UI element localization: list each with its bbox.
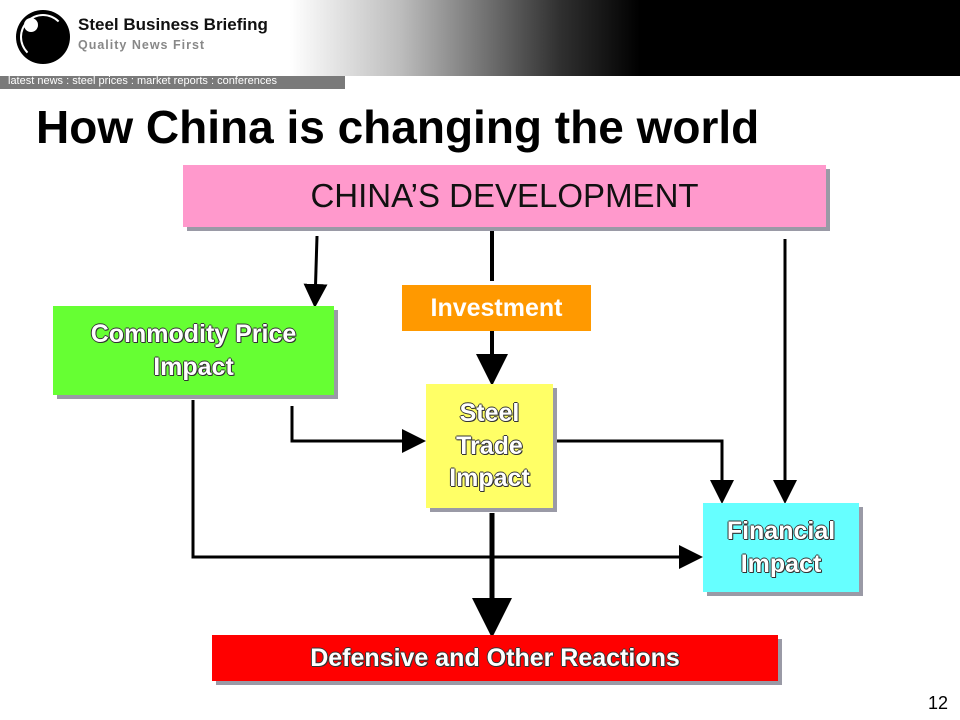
node-label: CHINA’S DEVELOPMENT (310, 177, 699, 214)
node-defensive-reactions: Defensive and Other Reactions (212, 635, 778, 681)
node-label: Defensive and Other Reactions (310, 643, 680, 672)
node-label-line: Trade (456, 431, 523, 460)
nav-strip: latest news : steel prices : market repo… (0, 75, 345, 89)
edge-commodity-steel (290, 406, 426, 453)
node-label-line: Impact (449, 464, 530, 493)
node-investment: Investment (402, 285, 591, 331)
node-label-line: Commodity Price (90, 320, 297, 348)
logo-ring (20, 14, 66, 60)
logo-dot (24, 18, 38, 32)
page-number: 12 (928, 693, 949, 713)
node-steel-trade-impact: Steel Trade Impact (426, 384, 553, 508)
brand-tagline: Quality News First (78, 38, 206, 52)
edge-china-commodity (303, 235, 328, 308)
edge-commodity-financial (191, 400, 703, 569)
node-chinas-development: CHINA’S DEVELOPMENT (183, 165, 826, 227)
node-financial-impact: Financial Impact (703, 503, 859, 592)
node-commodity-price-impact: Commodity Price Impact (53, 306, 334, 395)
node-label: Investment (430, 293, 563, 322)
brand-name: Steel Business Briefing (78, 15, 268, 34)
node-label-line: Impact (740, 549, 822, 578)
brand-logo[interactable] (16, 10, 70, 64)
node-label-line: Impact (153, 352, 234, 381)
header-banner (0, 0, 960, 76)
edge-steel-financial (557, 439, 734, 504)
node-label-line: Steel (459, 399, 520, 428)
node-label-line: Financial (726, 517, 836, 545)
page-title: How China is changing the world (36, 101, 760, 153)
nav-links[interactable]: latest news : steel prices : market repo… (8, 75, 278, 87)
